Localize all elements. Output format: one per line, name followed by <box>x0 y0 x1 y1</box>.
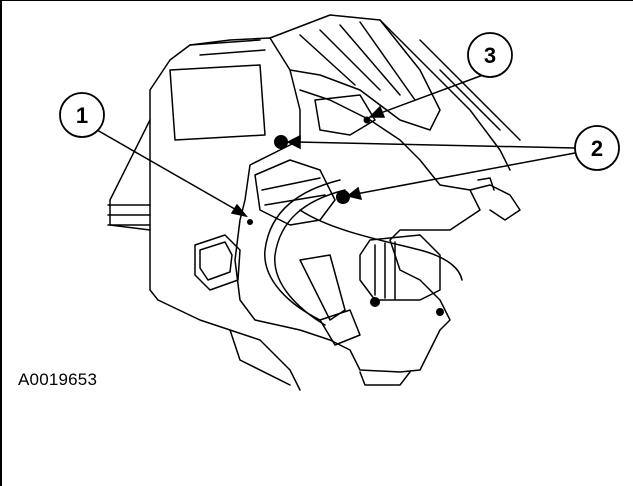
screw-right <box>436 308 444 316</box>
leader-2a <box>295 141 576 149</box>
callout-2-circle <box>574 125 620 171</box>
leader-1-arrowhead <box>230 203 248 218</box>
callout-2-number: 2 <box>591 136 603 161</box>
leader-3 <box>377 74 484 115</box>
inner-box <box>169 64 266 141</box>
right-bracket <box>469 184 521 221</box>
screw-bottom <box>370 297 380 307</box>
callout-1-number: 1 <box>76 103 88 128</box>
leader-2a-arrowhead <box>286 134 301 150</box>
top-lip <box>189 39 266 56</box>
cable-harness-3 <box>299 209 463 281</box>
leader-3-arrowhead <box>368 105 386 118</box>
leader-1 <box>96 129 241 213</box>
right-actuator <box>359 234 441 301</box>
bottom-foot <box>359 371 411 386</box>
bottom-base <box>157 299 301 391</box>
left-flange <box>107 204 151 226</box>
upper-duct-ribs <box>299 21 416 101</box>
right-tab <box>477 177 495 191</box>
housing-left-face <box>109 119 151 231</box>
cable-harness <box>264 179 341 321</box>
callout-3-number: 3 <box>484 43 496 68</box>
left-block-inner <box>199 241 233 281</box>
figure-id-label: A0019653 <box>18 370 98 389</box>
upper-duct <box>269 14 441 131</box>
connector <box>319 309 361 346</box>
actuator-body <box>254 159 336 226</box>
cable-harness-2 <box>274 189 346 326</box>
callout-3-circle <box>467 32 513 78</box>
screw-1 <box>274 135 288 149</box>
pivot-screw <box>363 116 371 124</box>
mount-plate <box>314 94 376 136</box>
upper-right-panel <box>379 19 521 171</box>
clip-small <box>247 219 253 225</box>
left-block <box>194 234 241 291</box>
leader-2b-arrowhead <box>346 186 363 201</box>
link-arm <box>299 254 346 321</box>
housing-outline <box>149 37 481 373</box>
screw-2 <box>336 190 350 204</box>
leader-2b <box>355 152 576 195</box>
callout-1-circle <box>59 92 105 138</box>
right-actuator-ribs <box>374 241 396 300</box>
